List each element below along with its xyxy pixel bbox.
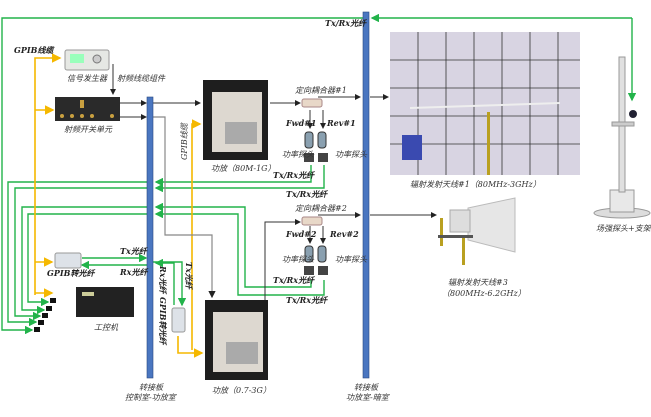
pa2-label: 功放（0.7-3G）: [212, 386, 271, 395]
rf-cable-assembly-label: 射频线缆组件: [117, 74, 166, 83]
panel-left-sub: 控制室-功放室: [125, 393, 177, 402]
rf-switch-unit: [55, 97, 120, 121]
txrx-fiber-label: Tx/Rx光纤: [286, 189, 329, 199]
field-probe-label: 场强探头+支架: [596, 224, 651, 233]
coupler2-label: 定向耦合器#2: [295, 204, 347, 213]
rev2-label: Rev#2: [329, 229, 359, 239]
power-probes-2: [304, 245, 328, 275]
txrx-fiber-label: Tx/Rx光纤: [273, 170, 316, 180]
rx-fiber-label: Rx光纤: [119, 267, 149, 277]
power-amplifier-2: [205, 300, 268, 380]
panel-right-sub: 功放室-暗室: [346, 393, 390, 402]
patch-panel-control-pa: [146, 96, 154, 379]
gpib-fiber-converter-right: [171, 307, 186, 333]
power-probe-label: 功率探头: [282, 150, 315, 159]
ipc-label: 工控机: [94, 323, 119, 332]
gpib-lines: [34, 53, 204, 358]
txrx-fiber-label: Tx/Rx光纤: [286, 295, 329, 305]
pa1-label: 功放（80M-1G）: [211, 164, 276, 173]
antenna-1-photo: [390, 32, 580, 175]
antenna1-label: 辐射发射天线#1（80MHz-3GHz）: [410, 180, 541, 189]
txrx-fiber-label: Tx/Rx光纤: [325, 18, 368, 28]
rx-fiber-vertical-label: Rx光纤: [158, 265, 168, 295]
power-probe-label: 功率探头: [282, 255, 315, 264]
fwd1-label: Fwd#1: [285, 118, 316, 128]
panel-right-title: 转接板: [354, 383, 379, 392]
gpib-cable-label: GPIB线缆: [14, 45, 55, 55]
tx-fiber-vertical-label: Tx光纤: [184, 262, 194, 291]
coupler1-label: 定向耦合器#1: [295, 86, 347, 95]
field-probe-stand: [593, 56, 651, 219]
antenna3-range-label: （800MHz-6.2GHz）: [442, 289, 526, 298]
power-probes-1: [304, 131, 328, 162]
gpib-cable-pa-label: GPIB线缆: [180, 121, 189, 160]
gpib-fiber-converter-left: [54, 252, 82, 269]
tx-fiber-label: Tx光纤: [120, 246, 149, 256]
industrial-pc: [76, 287, 134, 317]
signal-generator: [64, 49, 110, 71]
antenna-3-photo: [438, 197, 516, 265]
power-amplifier-1: [203, 80, 268, 160]
gpib-to-fiber-vertical-label: GPIB转光纤: [158, 297, 168, 346]
rf-lines: [110, 64, 437, 300]
rf-switch-unit-label: 射频开关单元: [64, 125, 113, 134]
patch-panel-pa-chamber: [362, 11, 370, 379]
power-probe-label: 功率探头: [335, 255, 368, 264]
antenna3-name-label: 辐射发射天线#3: [448, 278, 508, 287]
coupler-1: [301, 98, 323, 108]
fiber-connectors: [34, 298, 56, 332]
rev1-label: Rev#1: [326, 118, 356, 128]
coupler-2: [301, 216, 323, 226]
signal-generator-label: 信号发生器: [67, 74, 108, 83]
gpib-to-fiber-label: GPIB转光纤: [47, 268, 96, 278]
txrx-fiber-label: Tx/Rx光纤: [273, 275, 316, 285]
power-probe-label: 功率探头: [335, 150, 368, 159]
fiber-lines: [1, 13, 637, 335]
fwd2-label: Fwd#2: [285, 229, 317, 239]
panel-left-title: 转接板: [139, 383, 164, 392]
